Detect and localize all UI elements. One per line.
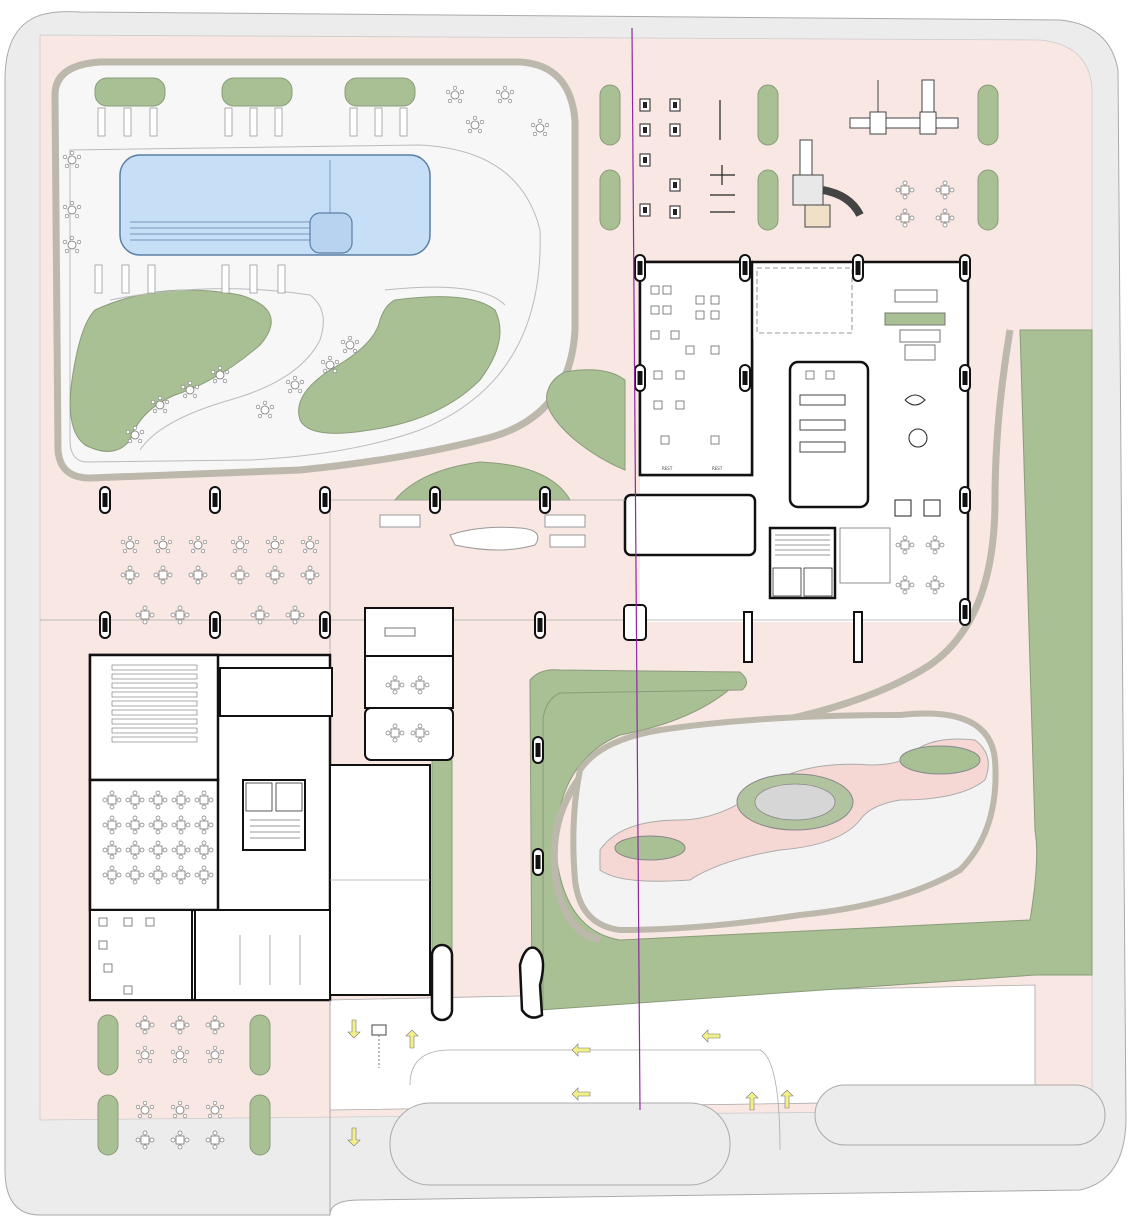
arrow-up-entry <box>405 1029 419 1049</box>
planter-tr-2 <box>599 169 621 231</box>
road-curve <box>409 1049 781 1151</box>
jacuzzi <box>309 212 353 254</box>
pool-path-curve-2 <box>384 286 506 306</box>
pond-small-east <box>899 745 981 775</box>
stairs-west <box>242 779 306 851</box>
traffic-arrows <box>347 1019 794 1147</box>
arrow-up-road-2 <box>780 1089 794 1109</box>
planter-ll-1 <box>97 1014 119 1076</box>
study-desks <box>799 370 846 453</box>
parking-island-2 <box>814 1084 1106 1146</box>
column-slot-2 <box>853 611 863 663</box>
arrow-left-road-1 <box>571 1043 591 1057</box>
planter-tr-5 <box>977 84 999 146</box>
stair-treads-north <box>772 534 833 597</box>
arrow-up-road-1 <box>745 1091 759 1111</box>
entrance-lounge <box>379 514 586 551</box>
planter-tr-4 <box>757 169 779 231</box>
service-room <box>194 909 331 1001</box>
stairs-north <box>768 526 837 600</box>
treadmill-label-2: REST <box>712 466 723 471</box>
parking-island-1 <box>389 1102 731 1186</box>
auditorium-seating <box>111 664 198 743</box>
pond-inner <box>754 783 836 821</box>
restroom-block-north <box>623 493 757 557</box>
planter-top-1 <box>94 77 166 107</box>
planter-ll-2 <box>97 1094 119 1156</box>
planter-ll-3 <box>249 1014 271 1076</box>
pool-path-curve <box>109 288 324 451</box>
pond-small-west <box>614 835 686 861</box>
planter-top-3 <box>344 77 416 107</box>
stair-treads-west <box>245 782 303 839</box>
column-slot-1 <box>743 611 753 663</box>
meeting-room-2 <box>364 655 454 709</box>
guard-booth-2 <box>518 946 545 1019</box>
planter-tr-6 <box>977 169 999 231</box>
arrow-down-road <box>347 1127 361 1147</box>
lawn-pool-left <box>69 289 272 452</box>
guard-booth-1 <box>430 943 454 1022</box>
study-lounge-right <box>839 527 891 584</box>
meeting-tables <box>384 627 430 743</box>
lounge-furniture <box>884 289 946 595</box>
lawn-pool-right <box>298 296 501 434</box>
planter-ll-4 <box>249 1094 271 1156</box>
playground-structure <box>792 79 959 228</box>
parking-lines-service <box>239 935 301 985</box>
treadmill-label-1: REST <box>662 466 673 471</box>
planter-tr-3 <box>757 84 779 146</box>
section-axis-line <box>631 27 641 1111</box>
entry-gate <box>371 1024 387 1068</box>
restroom-west <box>219 667 333 717</box>
study-room <box>788 360 870 509</box>
lawn-court-west <box>529 669 747 1011</box>
meeting-room-3 <box>364 707 454 761</box>
lawn-west-strip <box>431 759 453 961</box>
planter-top-2 <box>221 77 293 107</box>
column-square-1 <box>623 604 647 641</box>
planter-tr-1 <box>599 84 621 146</box>
arrow-left-road-2 <box>701 1029 721 1043</box>
outdoor-gym-equipment <box>639 98 735 219</box>
lawn-mid <box>546 369 626 471</box>
arrow-left-road-3 <box>571 1087 591 1101</box>
arrow-down-entry <box>347 1019 361 1039</box>
